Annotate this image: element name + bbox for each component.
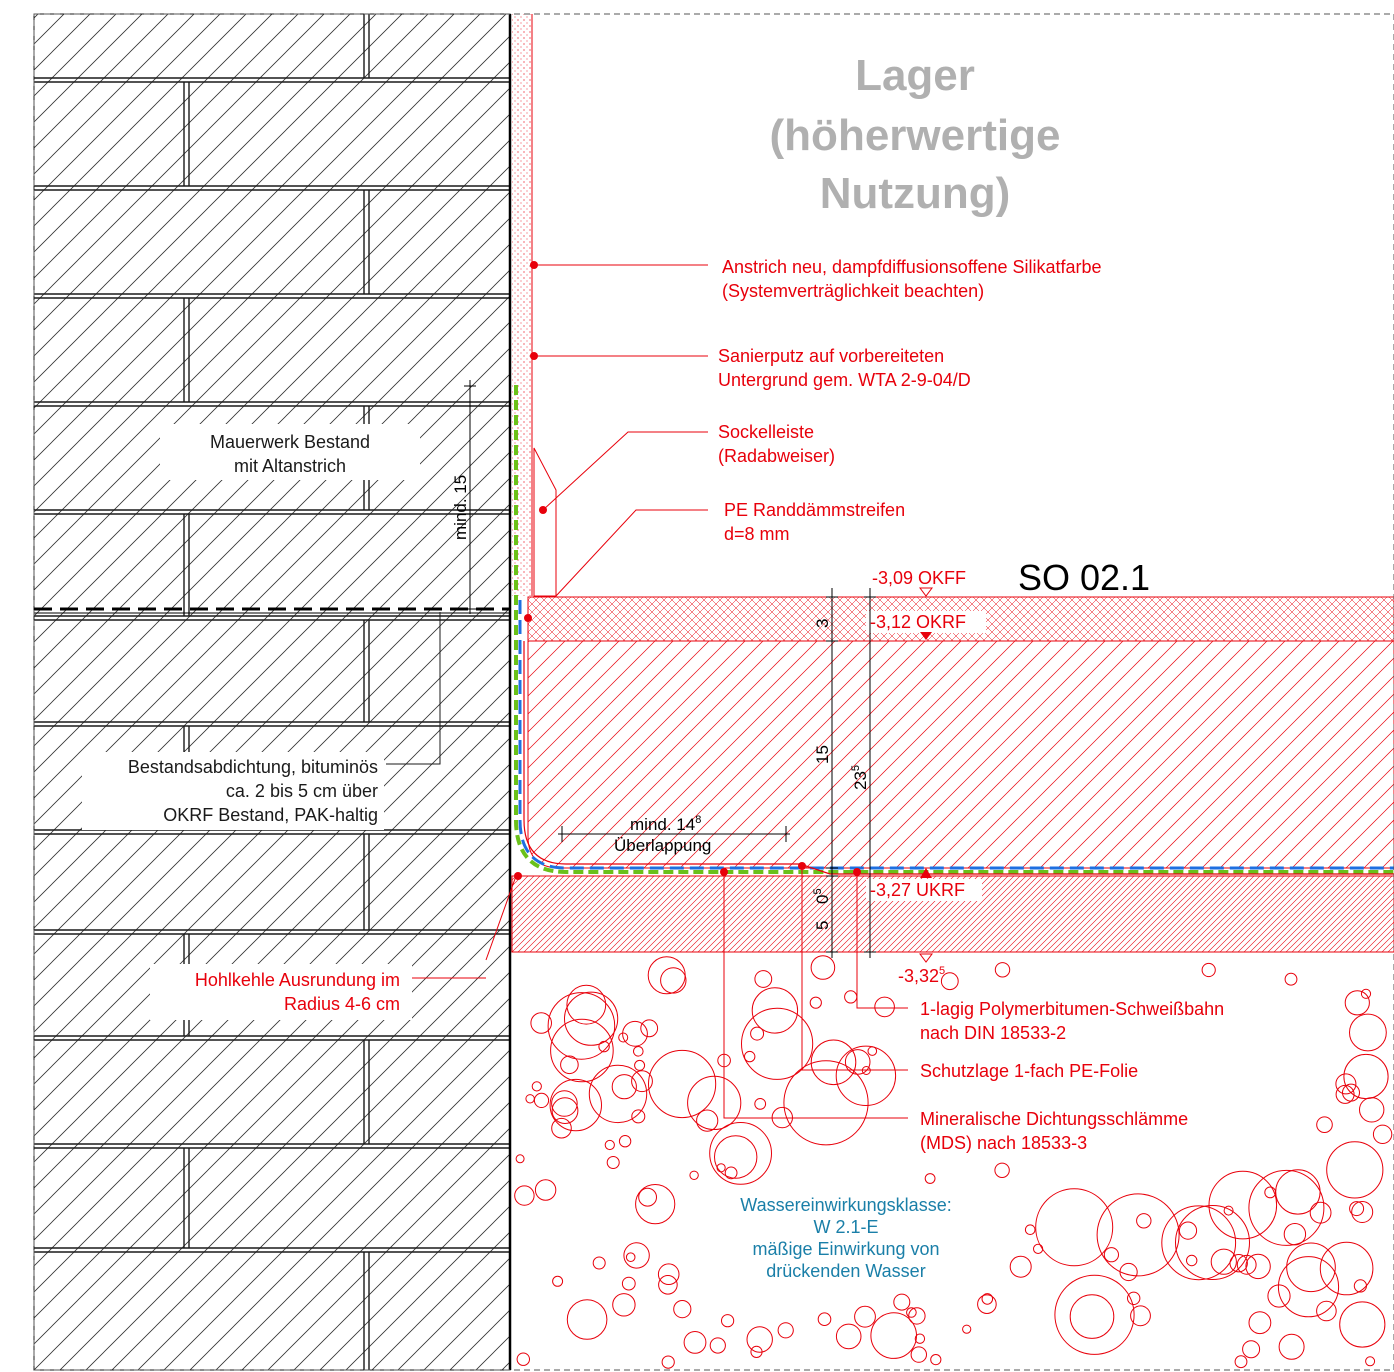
- existing-bitumen-seal: [34, 607, 510, 614]
- level-bottom: -3,325: [898, 965, 945, 986]
- annotation-bitumen-2: nach DIN 18533-2: [920, 1023, 1066, 1043]
- dim-base-small: 05: [812, 888, 832, 904]
- dim-screed: 3: [813, 619, 832, 628]
- gravel-fill: [514, 955, 1393, 1369]
- water-class-1: Wassereinwirkungsklasse:: [740, 1195, 951, 1215]
- leader-lines-black: [386, 612, 441, 765]
- annotation-edge-strip-1: PE Randdämmstreifen: [724, 500, 905, 520]
- annotation-seal-2: ca. 2 bis 5 cm über: [226, 781, 378, 801]
- annotation-plaster-1: Sanierputz auf vorbereiteten: [718, 346, 944, 366]
- dim-total: 235: [850, 765, 870, 790]
- room-label-line-2: (höherwertige: [770, 111, 1061, 160]
- water-class-4: drückenden Wasser: [766, 1261, 925, 1281]
- section-id: SO 02.1: [1018, 557, 1150, 598]
- room-label-line-3: Nutzung): [820, 169, 1011, 218]
- dimension-labels: 3 15 235 5 05 mind. 15 mind. 148 Überlap…: [451, 475, 870, 930]
- annotation-edge-strip-2: d=8 mm: [724, 524, 790, 544]
- annotations-left: Mauerwerk Bestand mit Altanstrich Bestan…: [82, 424, 420, 1020]
- annotation-pe-foil: Schutzlage 1-fach PE-Folie: [920, 1061, 1138, 1081]
- dim-overlap: mind. 148: [630, 814, 701, 834]
- dim-base: 5: [813, 921, 832, 930]
- annotation-paint-2: (Systemverträglichkeit beachten): [722, 281, 984, 301]
- annotation-mds-2: (MDS) nach 18533-3: [920, 1133, 1087, 1153]
- baseboard: [533, 447, 557, 597]
- dimension-lines: [464, 380, 876, 958]
- water-class-3: mäßige Einwirkung von: [752, 1239, 939, 1259]
- leader-lines: [412, 264, 908, 1119]
- annotation-baseboard-1: Sockelleiste: [718, 422, 814, 442]
- annotations-right: Anstrich neu, dampfdiffusionsoffene Sili…: [718, 257, 1294, 1156]
- level-okrf: -3,12 OKRF: [870, 612, 966, 632]
- dim-min-height: mind. 15: [451, 475, 470, 540]
- annotation-masonry-2: mit Altanstrich: [234, 456, 346, 476]
- water-class-2: W 2.1-E: [813, 1217, 878, 1237]
- dim-overlap-label: Überlappung: [614, 836, 711, 855]
- room-label-line-1: Lager: [855, 51, 975, 100]
- masonry-wall: [33, 13, 512, 1371]
- water-class-note: Wassereinwirkungsklasse: W 2.1-E mäßige …: [718, 1190, 974, 1284]
- membrane-layers: [514, 385, 1394, 875]
- level-markers: -3,09 OKFF -3,12 OKRF -3,27 UKRF -3,325: [866, 568, 986, 986]
- annotation-baseboard-2: (Radabweiser): [718, 446, 835, 466]
- annotation-seal-1: Bestandsabdichtung, bituminös: [128, 757, 378, 777]
- annotation-cove-1: Hohlkehle Ausrundung im: [195, 970, 400, 990]
- level-ukrf: -3,27 UKRF: [870, 880, 965, 900]
- annotation-plaster-2: Untergrund gem. WTA 2-9-04/D: [718, 370, 971, 390]
- dim-slab: 15: [813, 745, 832, 764]
- annotation-cove-2: Radius 4-6 cm: [284, 994, 400, 1014]
- room-label: Lager (höherwertige Nutzung): [770, 51, 1061, 218]
- annotation-bitumen-1: 1-lagig Polymerbitumen-Schweißbahn: [920, 999, 1224, 1019]
- annotation-masonry-1: Mauerwerk Bestand: [210, 432, 370, 452]
- frame: [33, 13, 1394, 1371]
- annotation-seal-3: OKRF Bestand, PAK-haltig: [163, 805, 378, 825]
- annotation-paint-1: Anstrich neu, dampfdiffusionsoffene Sili…: [722, 257, 1102, 277]
- level-okff: -3,09 OKFF: [872, 568, 966, 588]
- annotation-mds-1: Mineralische Dichtungsschlämme: [920, 1109, 1188, 1129]
- leader-dots: [514, 261, 861, 880]
